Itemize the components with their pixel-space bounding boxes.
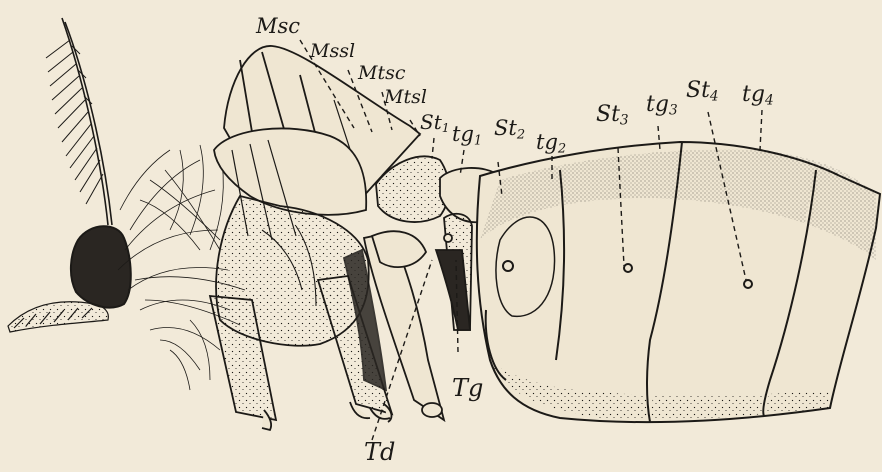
label-st2: St2 [494, 118, 525, 141]
label-tg3: tg3 [646, 94, 678, 118]
label-msc: Msc [256, 16, 300, 39]
palp [8, 302, 108, 332]
label-mtsl: Mtsl [384, 88, 427, 109]
label-mtsc: Mtsc [358, 64, 405, 85]
label-tg2: tg2 [536, 132, 566, 155]
label-st4: St4 [686, 80, 719, 104]
antenna [46, 18, 112, 225]
label-st3: St3 [596, 104, 629, 128]
label-tg: Tg [452, 376, 483, 403]
label-td: Td [364, 440, 395, 467]
abdomen [477, 142, 880, 422]
compound-eye [71, 226, 131, 307]
label-tg4: tg4 [742, 84, 774, 108]
label-tg1: tg1 [452, 124, 482, 147]
label-st1: St1 [420, 112, 450, 135]
label-mssl: Mssl [310, 42, 355, 63]
